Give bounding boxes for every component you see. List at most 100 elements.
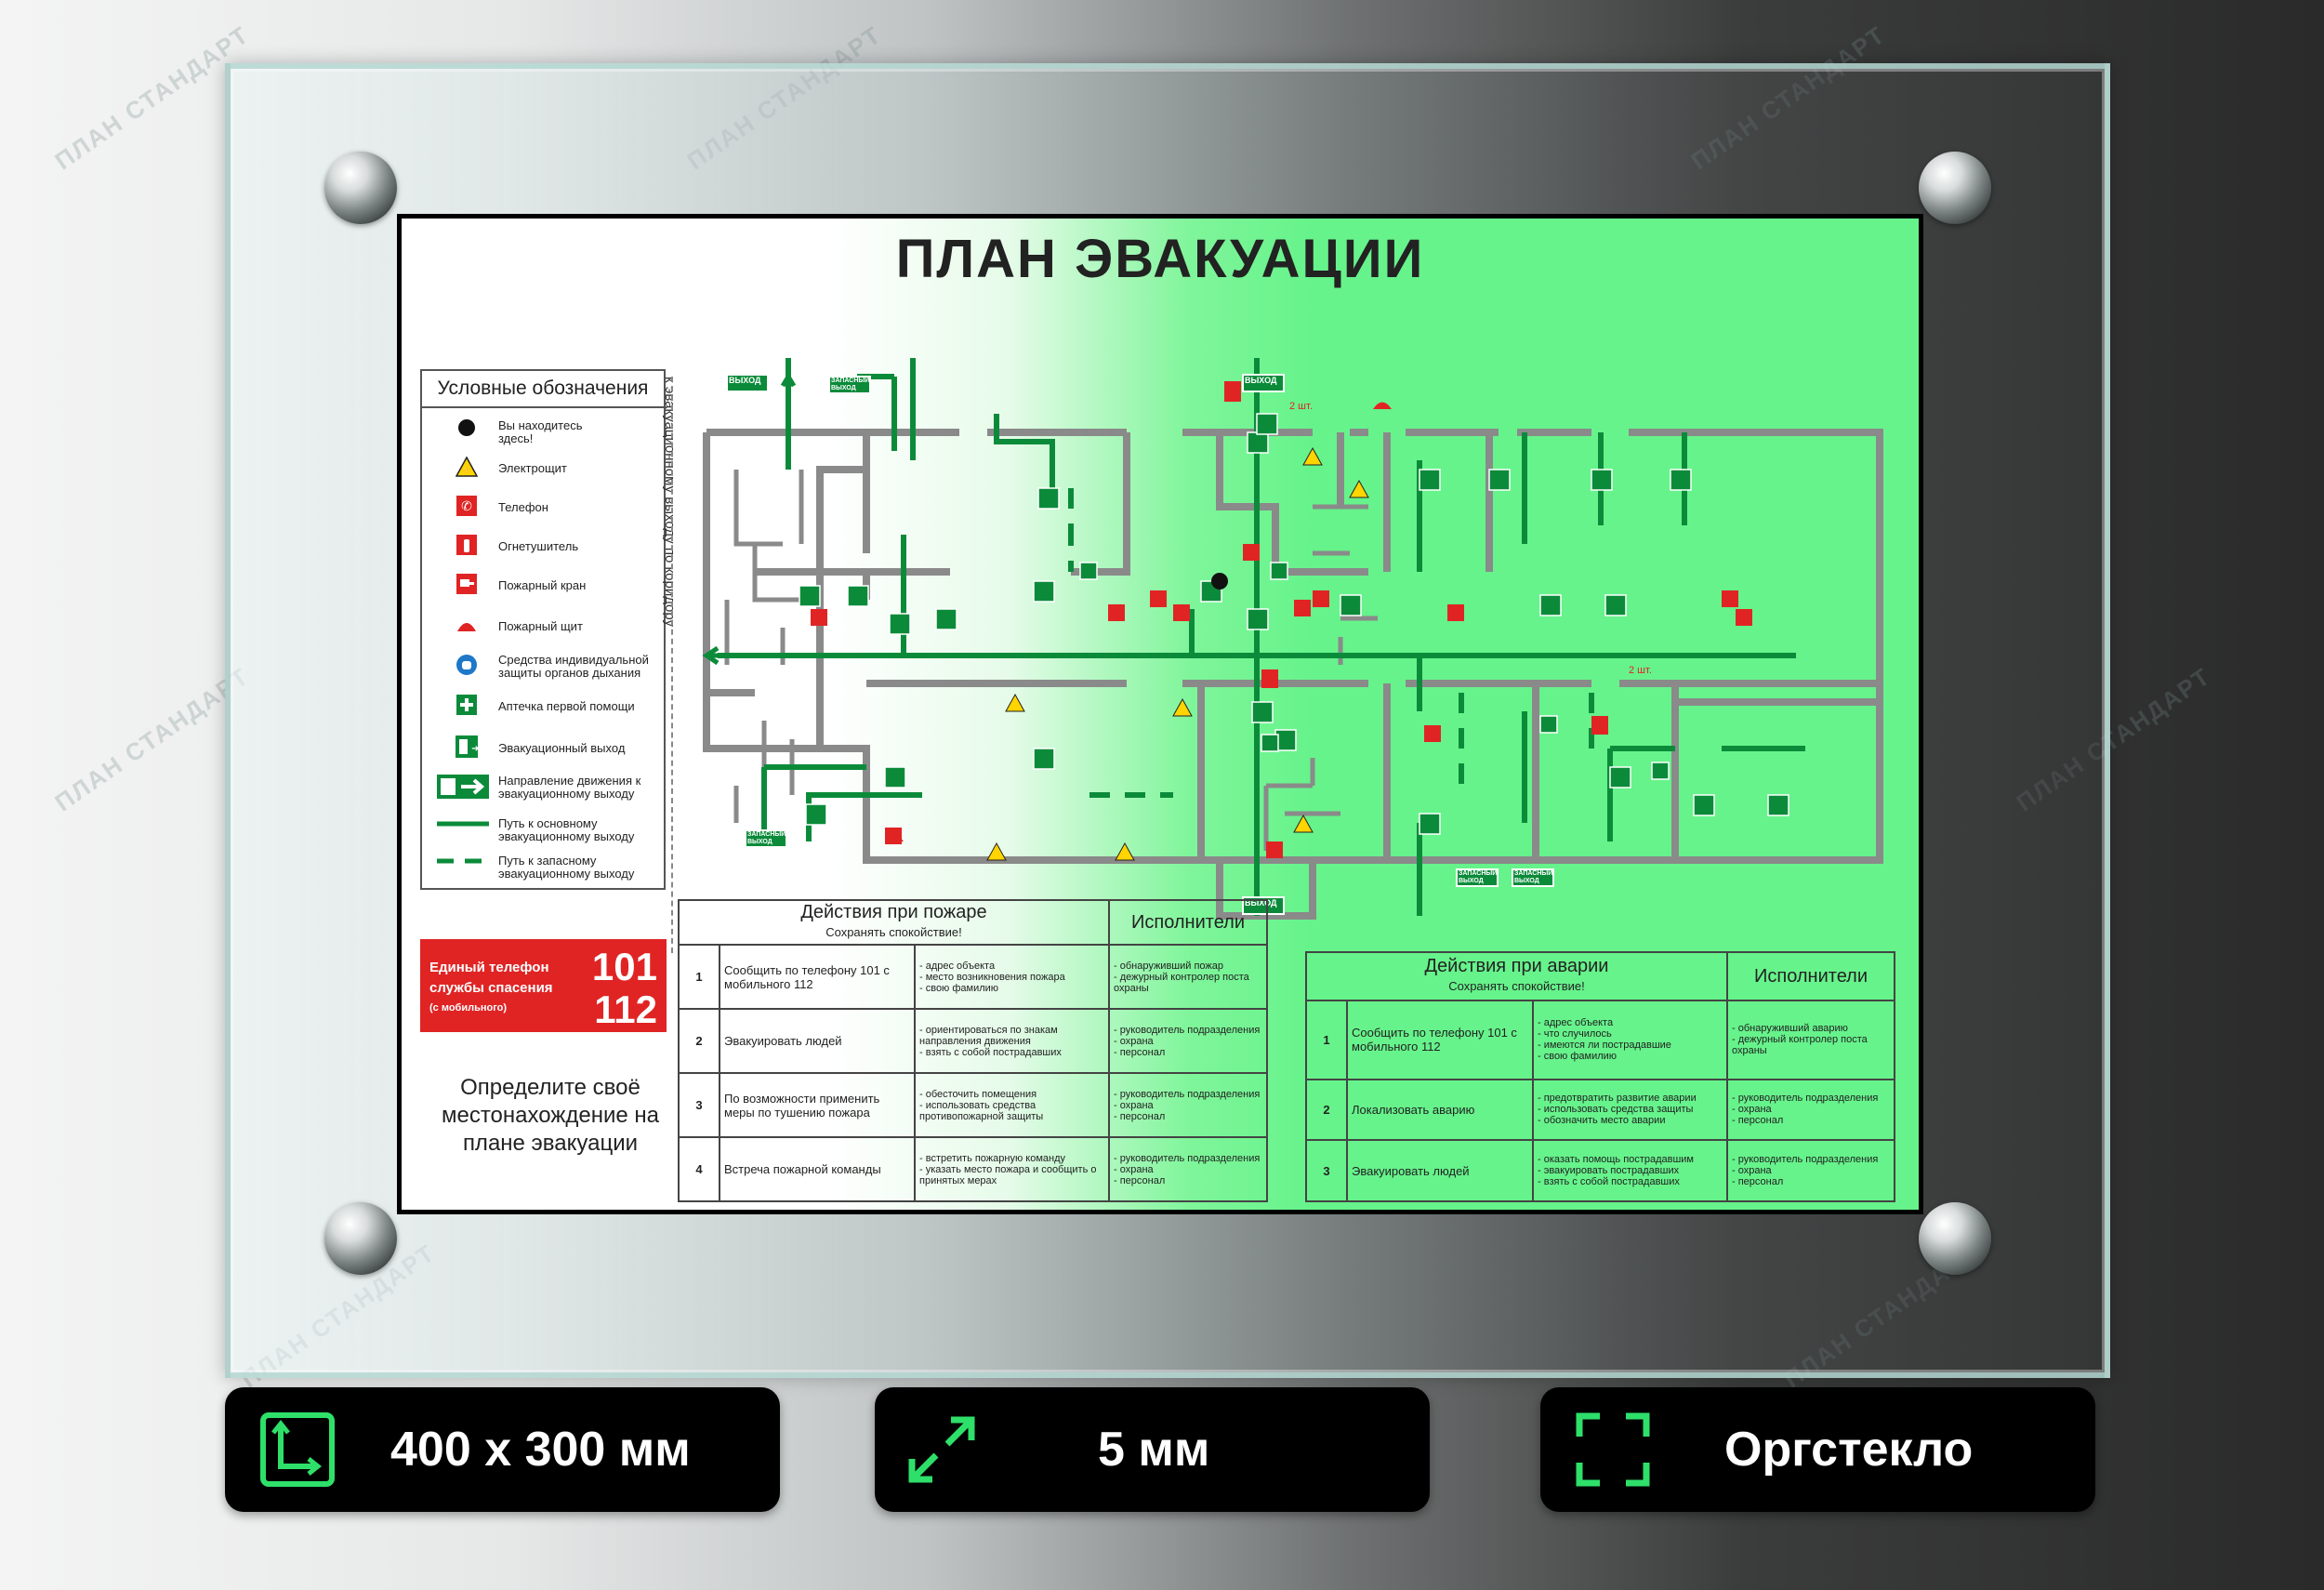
emergency-line1: Единый телефон <box>429 960 549 975</box>
legend-label: Путь к запасному эвакуационному выходу <box>498 854 635 881</box>
legend-label: Пожарный щит <box>498 619 583 633</box>
emergency-phone-box: Единый телефон службы спасения (с мобиль… <box>420 939 667 1032</box>
row-performers: - руководитель подразделения - охрана - … <box>1108 1008 1268 1074</box>
row-details: - ориентироваться по знакам направления … <box>914 1008 1110 1074</box>
row-number: 2 <box>678 1008 720 1074</box>
fire-panel-icon <box>448 615 485 636</box>
row-number: 1 <box>1305 1000 1348 1080</box>
table-row: 1 Сообщить по телефону 101 с мобильного … <box>1305 1000 1895 1080</box>
floor-map <box>702 358 1883 920</box>
row-performers: - руководитель подразделения - охрана - … <box>1726 1139 1895 1202</box>
row-number: 2 <box>1305 1078 1348 1142</box>
svg-text:➜: ➜ <box>471 744 478 754</box>
emergency-number-101: 101 <box>591 945 657 988</box>
fire-table-subtitle: Сохранять спокойствие! <box>825 925 962 939</box>
standoff-bolt-icon <box>324 152 397 224</box>
spec-size-label: 400 х 300 мм <box>390 1423 691 1477</box>
row-action: По возможности применить меры по тушению… <box>719 1072 916 1138</box>
row-performers: - руководитель подразделения - охрана - … <box>1726 1078 1895 1142</box>
map-spare-exit-label: ЗАПАСНЫЙ ВЫХОД <box>1459 870 1498 884</box>
legend-label: Эвакуационный выход <box>498 741 626 755</box>
electric-warning-icon: ⚡ <box>448 456 485 480</box>
row-action: Сообщить по телефону 101 с мобильного 11… <box>720 944 916 1010</box>
legend-box: Условные обозначения Вы находитесь здесь… <box>420 369 666 890</box>
map-exit-label: ВЫХОД <box>1245 376 1277 385</box>
accident-table-subtitle: Сохранять спокойствие! <box>1448 979 1585 993</box>
accident-table-performers: Исполнители <box>1726 951 1895 1001</box>
spec-thickness-pill: 5 мм <box>875 1387 1430 1512</box>
row-action: Эвакуировать людей <box>719 1008 916 1074</box>
legend-label: Путь к основному эвакуационному выходу <box>498 816 635 843</box>
table-row: 2 Эвакуировать людей - ориентироваться п… <box>678 1008 1268 1074</box>
map-count-label: 2 шт. <box>1629 665 1652 676</box>
table-row: 1 Сообщить по телефону 101 с мобильного … <box>678 944 1268 1010</box>
accident-table-title: Действия при аварии <box>1424 956 1609 976</box>
table-row: 3 Эвакуировать людей - оказать помощь по… <box>1305 1139 1895 1202</box>
legend-label: Пожарный кран <box>498 578 587 592</box>
phone-icon: ✆ <box>448 496 485 519</box>
row-performers: - обнаруживший пожар - дежурный контроле… <box>1108 944 1268 1010</box>
legend-label: Огнетушитель <box>498 539 579 553</box>
fire-actions-table: Действия при пожаре Сохранять спокойстви… <box>678 899 1268 1202</box>
you-are-here-icon <box>448 419 485 439</box>
row-number: 3 <box>1305 1139 1348 1202</box>
legend-label: Вы находитесь здесь! <box>498 418 583 445</box>
side-note: к эвакуационному выходу по коридору <box>662 377 678 628</box>
row-number: 4 <box>678 1136 720 1202</box>
exit-icon: ➜ <box>448 735 485 761</box>
fire-table-title: Действия при пожаре <box>800 902 987 922</box>
svg-text:✆: ✆ <box>461 498 472 513</box>
map-spare-exit-label: ЗАПАСНЫЙ ВЫХОД <box>1514 870 1553 884</box>
standoff-bolt-icon <box>324 1202 397 1275</box>
table-row: 3 По возможности применить меры по тушен… <box>678 1072 1268 1138</box>
first-aid-icon <box>448 695 485 718</box>
row-action: Локализовать аварию <box>1346 1078 1534 1142</box>
standoff-bolt-icon <box>1919 152 1991 224</box>
emergency-number-112: 112 <box>594 987 657 1031</box>
emergency-line3: (с мобильного) <box>429 1002 508 1014</box>
plan-surface: ПЛАН ЭВАКУАЦИИ Условные обозначения Вы н… <box>402 219 1919 1210</box>
map-count-label: 2 шт. <box>1289 401 1313 412</box>
dashed-route-line-icon <box>435 855 491 868</box>
table-row: 2 Локализовать аварию - предотвратить ра… <box>1305 1078 1895 1142</box>
row-details: - адрес объекта - место возникновения по… <box>914 944 1110 1010</box>
standoff-bolt-icon <box>1919 1202 1991 1275</box>
fire-hydrant-icon <box>448 574 485 597</box>
extinguisher-icon <box>448 535 485 558</box>
fire-table-performers: Исполнители <box>1108 899 1268 946</box>
legend-label: Электрощит <box>498 461 567 475</box>
row-details: - оказать помощь пострадавшим - эвакуиро… <box>1532 1139 1728 1202</box>
solid-route-line-icon <box>435 817 491 831</box>
plan-title: ПЛАН ЭВАКУАЦИИ <box>895 229 1425 289</box>
frame-corners-icon <box>1576 1412 1650 1487</box>
legend-label: Средства индивидуальной защиты органов д… <box>498 653 649 680</box>
row-details: - адрес объекта - что случилось - имеютс… <box>1532 1000 1728 1080</box>
you-are-here-icon <box>1211 573 1228 590</box>
svg-text:⚡: ⚡ <box>460 464 473 476</box>
respirator-icon <box>448 654 485 679</box>
row-details: - обесточить помещения - использовать ср… <box>914 1072 1110 1138</box>
row-action: Сообщить по телефону 101 с мобильного 11… <box>1346 1000 1534 1080</box>
spec-thickness-label: 5 мм <box>1098 1423 1210 1477</box>
row-action: Встреча пожарной команды <box>719 1136 916 1202</box>
locate-yourself-text: Определите своё местонахождение на плане… <box>441 1075 659 1156</box>
row-performers: - руководитель подразделения - охрана - … <box>1108 1072 1268 1138</box>
row-performers: - руководитель подразделения - охрана - … <box>1108 1136 1268 1202</box>
emergency-line2: службы спасения <box>429 980 553 996</box>
row-details: - предотвратить развитие аварии - исполь… <box>1532 1078 1728 1142</box>
diagonal-arrows-icon <box>908 1416 975 1483</box>
row-number: 1 <box>678 944 720 1010</box>
exit-direction-icon <box>435 775 491 802</box>
corner-size-icon <box>260 1412 335 1487</box>
evacuation-plan-sheet: ПЛАН ЭВАКУАЦИИ Условные обозначения Вы н… <box>397 214 1923 1214</box>
map-spare-exit-label: ЗАПАСНЫЙ ВЫХОД <box>831 378 870 391</box>
row-number: 3 <box>678 1072 720 1138</box>
spec-material-label: Оргстекло <box>1724 1423 1974 1477</box>
table-row: 4 Встреча пожарной команды - встретить п… <box>678 1136 1268 1202</box>
row-performers: - обнаруживший аварию - дежурный контрол… <box>1726 1000 1895 1080</box>
side-note-rule <box>671 377 673 953</box>
map-exit-label: ВЫХОД <box>729 376 761 385</box>
spec-size-pill: 400 х 300 мм <box>225 1387 780 1512</box>
legend-title: Условные обозначения <box>422 371 664 408</box>
map-spare-exit-label: ЗАПАСНЫЙ ВЫХОД <box>747 831 786 845</box>
